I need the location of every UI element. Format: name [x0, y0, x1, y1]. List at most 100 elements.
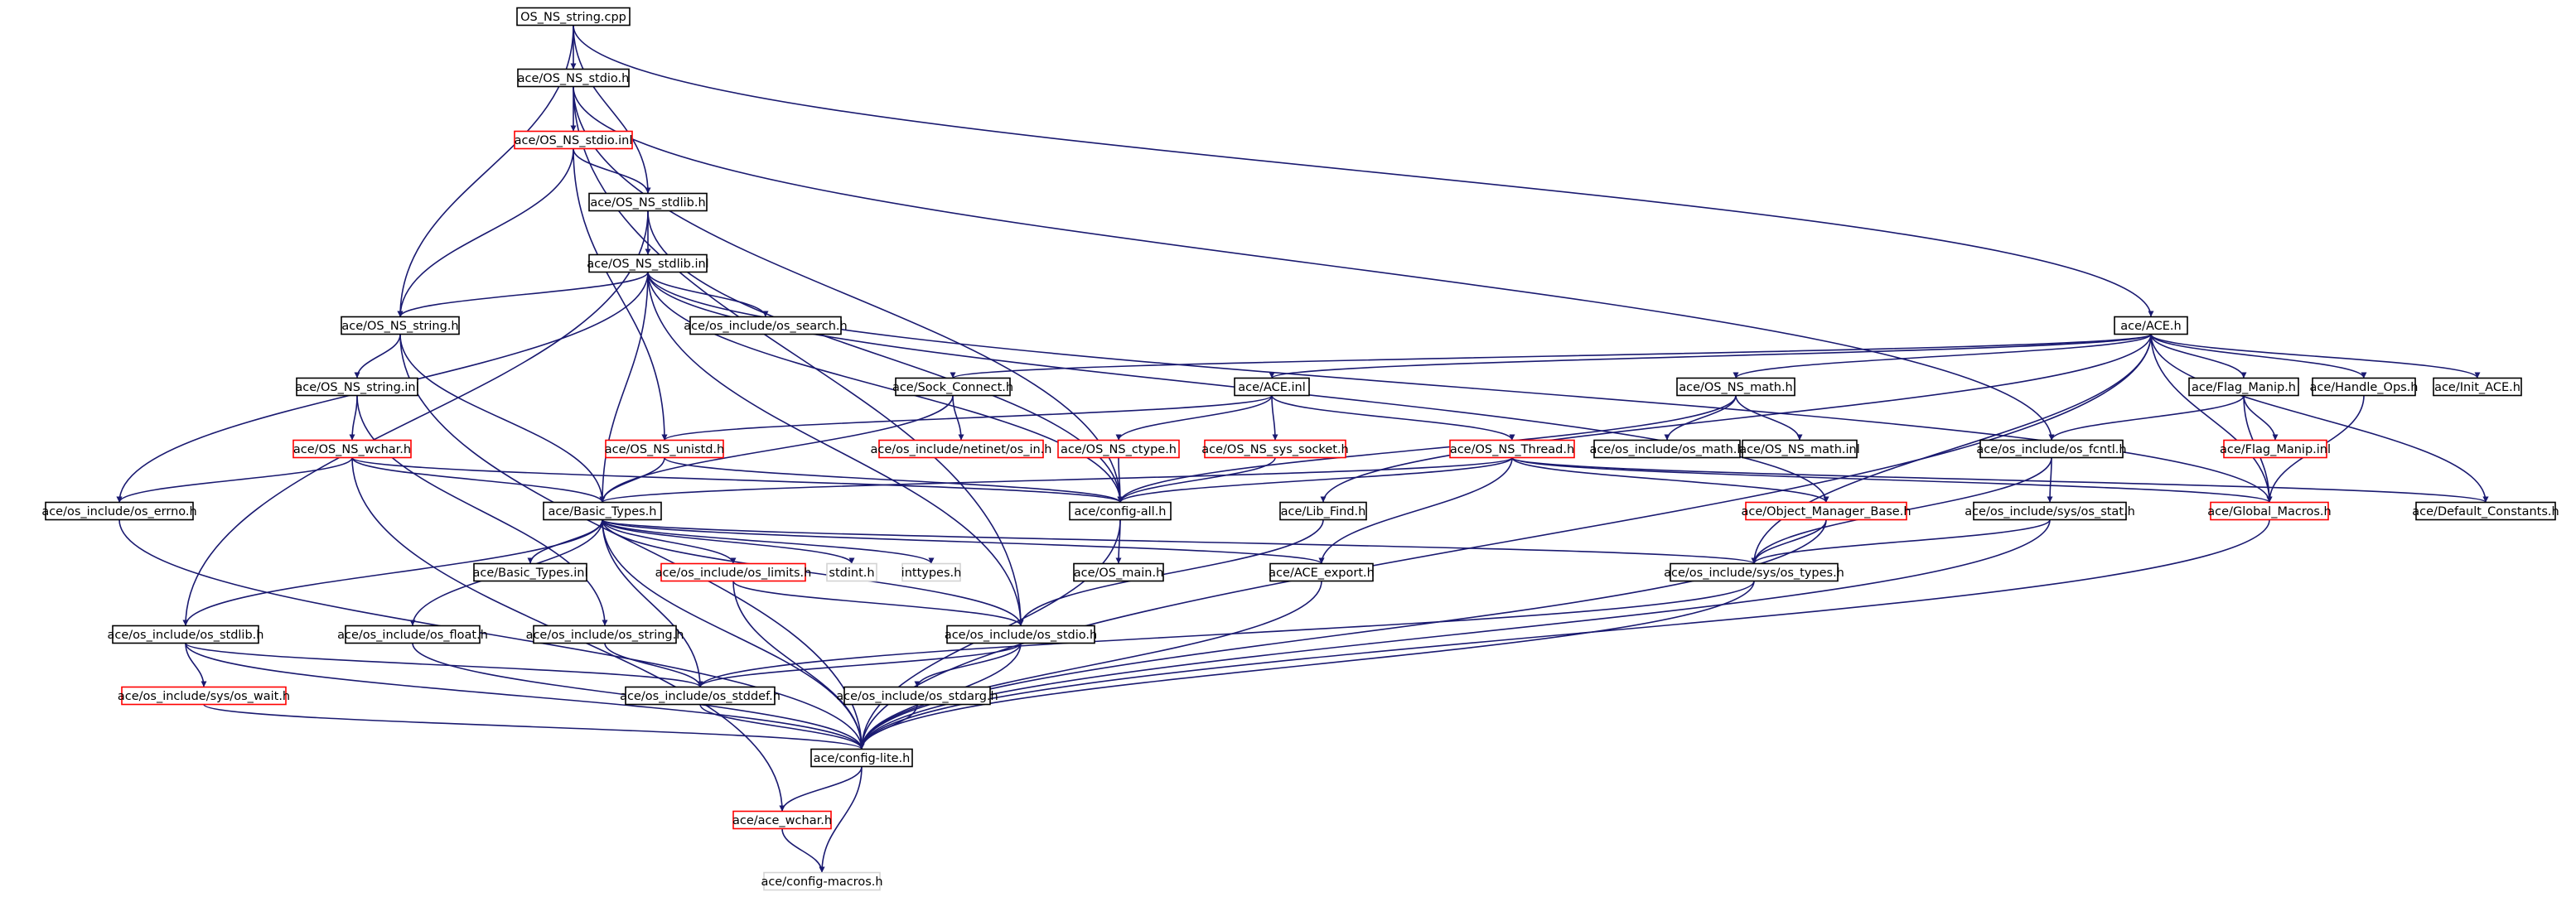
node-box	[1279, 501, 1367, 521]
node-os-search[interactable]: ace/os_include/os_search.h	[684, 316, 848, 335]
node-string-h[interactable]: ace/OS_NS_string.h	[341, 316, 460, 335]
node-unistd-h[interactable]: ace/OS_NS_unistd.h	[605, 439, 724, 459]
node-lib-find[interactable]: ace/Lib_Find.h	[1279, 501, 1367, 521]
edge-basic_types-to-os_stddef	[602, 519, 703, 687]
node-label: ace/Flag_Manip.h	[2192, 381, 2296, 394]
node-os-math[interactable]: ace/os_include/os_math.h	[1589, 439, 1745, 459]
node-sys-socket[interactable]: ace/OS_NS_sys_socket.h	[1201, 439, 1349, 459]
edge-lib_find-to-os_stdio	[1017, 519, 1324, 626]
node-box	[660, 562, 806, 582]
node-flag-manip[interactable]: ace/Flag_Manip.h	[2188, 377, 2299, 397]
node-stdlib-inl[interactable]: ace/OS_NS_stdlib.inl	[587, 253, 709, 273]
node-box	[1973, 501, 2127, 521]
node-label: ace/OS_NS_string.h	[341, 320, 458, 333]
node-default-constants[interactable]: ace/Default_Constants.h	[2412, 501, 2559, 521]
node-ctype-h[interactable]: ace/OS_NS_ctype.h	[1057, 439, 1180, 459]
node-label: ace/OS_NS_stdlib.h	[590, 196, 705, 210]
node-stdio-inl[interactable]: ace/OS_NS_stdio.inl	[514, 130, 633, 150]
node-label: ace/os_include/os_errno.h	[41, 505, 196, 518]
node-box	[826, 562, 877, 582]
node-os-fcntl[interactable]: ace/os_include/os_fcntl.h	[1976, 439, 2127, 459]
node-label: ace/OS_NS_string.inl	[295, 381, 418, 394]
edge-wchar_h-to-os_errno	[116, 457, 353, 503]
edge-stdio_h-to-os_stdio	[573, 86, 1024, 626]
node-config-lite[interactable]: ace/config-lite.h	[810, 748, 913, 768]
node-config-all[interactable]: ace/config-all.h	[1069, 501, 1172, 521]
node-wchar-h[interactable]: ace/OS_NS_wchar.h	[292, 439, 412, 459]
node-box	[517, 68, 630, 88]
edge-basic_types-to-os_limits	[602, 519, 737, 564]
node-os-in[interactable]: ace/os_include/netinet/os_in.h	[871, 439, 1052, 459]
node-obj-mgr-base[interactable]: ace/Object_Manager_Base.h	[1741, 501, 1911, 521]
node-os-stdarg[interactable]: ace/os_include/os_stdarg.h	[836, 686, 998, 706]
node-box	[1073, 562, 1164, 582]
node-ace-h[interactable]: ace/ACE.h	[2114, 316, 2188, 335]
edge-math_h-to-math_inl	[1735, 395, 1803, 441]
node-os-stdlib[interactable]: ace/os_include/os_stdlib.h	[108, 625, 264, 644]
edge-os_stat-to-config_lite	[858, 519, 2051, 750]
node-os-types[interactable]: ace/os_include/sys/os_types.h	[1664, 562, 1844, 582]
edge-thread_h-to-basic_types	[599, 456, 1513, 504]
node-flag-manip-inl[interactable]: ace/Flag_Manip.inl	[2220, 439, 2331, 459]
node-label: ace/Handle_Ops.h	[2309, 381, 2418, 394]
node-os-limits[interactable]: ace/os_include/os_limits.h	[655, 562, 812, 582]
node-label: ace/ACE_export.h	[1269, 567, 1375, 580]
node-ace-wchar[interactable]: ace/ace_wchar.h	[732, 810, 832, 830]
node-label: ace/OS_NS_unistd.h	[605, 443, 724, 456]
edge-ace_inl-to-thread_h	[1271, 395, 1515, 441]
node-label: ace/os_include/os_stdlib.h	[108, 629, 264, 642]
node-basic-types-inl[interactable]: ace/Basic_Types.inl	[472, 562, 588, 582]
edge-os_stddef-to-config_lite	[699, 704, 865, 750]
edge-global_macros-to-config_lite	[858, 519, 2270, 750]
edge-stdio_h-to-os_fcntl	[573, 86, 2055, 441]
edge-wchar_h-to-basic_types	[351, 457, 606, 503]
node-ace-inl[interactable]: ace/ACE.inl	[1234, 377, 1310, 397]
edge-ace_h-to-handle_ops	[2150, 334, 2367, 379]
node-os-string[interactable]: ace/os_include/os_string.h	[526, 625, 684, 644]
node-os-main[interactable]: ace/OS_main.h	[1073, 562, 1164, 582]
node-label: ace/Object_Manager_Base.h	[1741, 505, 1911, 518]
node-global-macros[interactable]: ace/Global_Macros.h	[2207, 501, 2332, 521]
node-stdlib-h[interactable]: ace/OS_NS_stdlib.h	[588, 192, 708, 212]
node-box	[2114, 316, 2188, 335]
node-os-wait[interactable]: ace/os_include/sys/os_wait.h	[118, 686, 290, 706]
edge-stdio_h-to-config_all	[573, 86, 1124, 503]
edge-thread_h-to-global_macros	[1511, 456, 2273, 504]
node-os-errno[interactable]: ace/os_include/os_errno.h	[41, 501, 197, 521]
edge-basic_types-to-os_stdlib	[182, 519, 603, 626]
node-label: ace/ACE.h	[2120, 320, 2181, 333]
node-os-float[interactable]: ace/os_include/os_float.h	[337, 625, 488, 644]
node-os-stddef[interactable]: ace/os_include/os_stddef.h	[620, 686, 781, 706]
edge-ace_h-to-os_types	[1751, 334, 2152, 564]
node-init-ace[interactable]: ace/Init_ACE.h	[2433, 377, 2522, 397]
node-os-stdio[interactable]: ace/os_include/os_stdio.h	[945, 625, 1097, 644]
node-box	[1670, 562, 1839, 582]
edge-ace_inl-to-sys_socket	[1271, 395, 1278, 441]
node-root[interactable]: OS_NS_string.cpp	[516, 7, 631, 27]
edge-ace_h-to-sock_connect	[950, 333, 2152, 379]
node-ace-export[interactable]: ace/ACE_export.h	[1269, 562, 1375, 582]
edge-basic_types-to-os_stdio	[602, 519, 1024, 626]
node-stdio-h[interactable]: ace/OS_NS_stdio.h	[517, 68, 630, 88]
edge-basic_types-to-config_lite	[602, 519, 865, 750]
node-math-inl[interactable]: ace/OS_NS_math.inl	[1739, 439, 1860, 459]
node-sock-connect[interactable]: ace/Sock_Connect.h	[892, 377, 1013, 397]
node-label: ace/os_include/os_stdarg.h	[836, 690, 998, 703]
node-label: ace/Global_Macros.h	[2207, 505, 2331, 518]
node-os-stat[interactable]: ace/os_include/sys/os_stat.h	[1965, 501, 2135, 521]
node-label: ace/os_include/os_fcntl.h	[1976, 443, 2126, 456]
node-math-h[interactable]: ace/OS_NS_math.h	[1676, 377, 1795, 397]
node-basic-types[interactable]: ace/Basic_Types.h	[543, 501, 662, 521]
node-label: ace/config-all.h	[1074, 505, 1166, 518]
edge-os_stdlib-to-os_wait	[185, 643, 207, 687]
node-box	[2223, 439, 2327, 459]
edge-root-to-ace_h	[573, 25, 2154, 317]
node-handle-ops[interactable]: ace/Handle_Ops.h	[2309, 377, 2419, 397]
node-thread-h[interactable]: ace/OS_NS_Thread.h	[1449, 439, 1575, 459]
edge-os_stdlib-to-config_lite	[185, 643, 865, 750]
edge-string_inl-to-wchar_h	[349, 395, 358, 441]
node-string-inl[interactable]: ace/OS_NS_string.inl	[295, 377, 419, 397]
node-box	[296, 377, 418, 397]
node-box	[1269, 562, 1374, 582]
edge-stdlib_h-to-os_stdlib	[182, 210, 649, 626]
